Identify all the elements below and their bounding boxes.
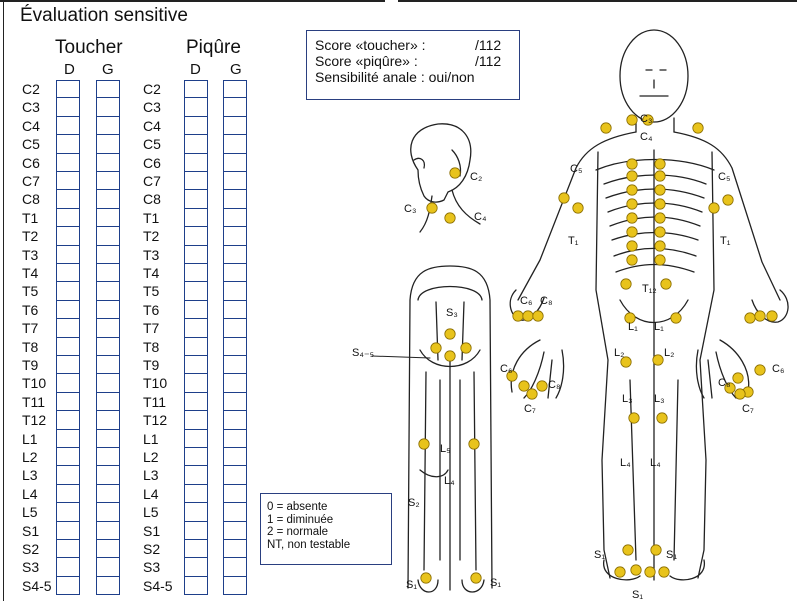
label-c2-profile: C₂ <box>470 171 482 183</box>
label-s4-5: S₄₋₅ <box>352 347 374 359</box>
sensory-key-point <box>627 171 637 181</box>
sensory-key-point <box>533 311 543 321</box>
label-l1-left: L₁ <box>628 321 638 333</box>
sensory-key-point <box>655 171 665 181</box>
label-t12: T₁₂ <box>642 283 657 295</box>
sensory-key-point <box>573 203 583 213</box>
label-l4-left: L₄ <box>620 457 631 469</box>
sensory-key-point <box>661 279 671 289</box>
sensory-key-point <box>631 565 641 575</box>
sensory-key-point <box>723 195 733 205</box>
sensory-key-point <box>655 159 665 169</box>
label-t1-left: T₁ <box>568 235 579 247</box>
sensory-key-point <box>693 123 703 133</box>
sensory-key-point <box>735 389 745 399</box>
sensory-key-point <box>445 329 455 339</box>
label-c6-palm-left: C₆ <box>500 363 512 375</box>
sensory-key-point <box>655 255 665 265</box>
label-s2-back: S₂ <box>408 497 420 509</box>
sensory-key-point <box>445 213 455 223</box>
label-s1-left-front: S₁ <box>594 549 605 561</box>
label-l3-right: L₃ <box>654 393 665 405</box>
sensory-key-point <box>629 413 639 423</box>
sensory-key-point <box>733 373 743 383</box>
label-c5-left: C₅ <box>570 163 582 175</box>
sensory-key-point <box>627 199 637 209</box>
label-c8-hand-left: C₈ <box>540 295 553 307</box>
sensory-key-point <box>627 213 637 223</box>
sensory-key-point <box>627 185 637 195</box>
label-l2-right: L₂ <box>664 347 674 359</box>
label-c7-palm-left: C₇ <box>524 403 536 415</box>
sensory-key-point <box>657 413 667 423</box>
label-t1-right: T₁ <box>720 235 731 247</box>
sensory-key-point <box>653 355 663 365</box>
sensory-key-point <box>523 311 533 321</box>
sensory-key-point <box>655 199 665 209</box>
sensory-key-point <box>655 227 665 237</box>
sensory-key-point <box>627 227 637 237</box>
label-c4-profile: C₄ <box>474 211 487 223</box>
label-l2-left: L₂ <box>614 347 624 359</box>
sensory-key-point <box>450 168 460 178</box>
label-c8-palm-left: C₈ <box>548 379 561 391</box>
label-c3-front: C₃ <box>640 113 652 125</box>
label-s1-center: S₁ <box>632 589 643 601</box>
label-l3-left: L₃ <box>622 393 633 405</box>
sensory-key-point <box>559 193 569 203</box>
sensory-key-point <box>537 381 547 391</box>
sensory-key-point <box>627 241 637 251</box>
sensory-key-point <box>755 365 765 375</box>
label-s3: S₃ <box>446 307 458 319</box>
sensory-key-point <box>645 567 655 577</box>
label-s1-back-right: S₁ <box>490 577 501 589</box>
sensory-key-point <box>513 311 523 321</box>
sensory-key-point <box>623 545 633 555</box>
sensory-key-point <box>527 389 537 399</box>
label-c3-profile: C₃ <box>404 203 416 215</box>
sensory-key-point <box>469 439 479 449</box>
sensory-key-point <box>709 203 719 213</box>
label-c6-palm-right: C₆ <box>772 363 784 375</box>
sensory-key-point <box>745 313 755 323</box>
sensory-key-point <box>671 313 681 323</box>
sensory-key-point <box>655 241 665 251</box>
sensory-key-point <box>621 279 631 289</box>
sensory-key-point <box>419 439 429 449</box>
label-l4-back: L₄ <box>444 475 455 487</box>
label-c6-hand-left: C₆ <box>520 295 532 307</box>
label-l1-right: L₁ <box>654 321 664 333</box>
sensory-key-point <box>471 573 481 583</box>
sensory-key-point <box>627 115 637 125</box>
sensory-key-point <box>767 311 777 321</box>
label-l5-back: L₅ <box>440 443 451 455</box>
sensory-key-point <box>627 255 637 265</box>
label-s1-right-front: S₁ <box>666 549 677 561</box>
label-c7-palm-right: C₇ <box>742 403 754 415</box>
sensory-key-point <box>431 343 441 353</box>
label-l4-right: L₄ <box>650 457 661 469</box>
sensory-key-point <box>427 203 437 213</box>
sensory-key-point <box>627 159 637 169</box>
label-c8-palm-right: C₈ <box>718 377 731 389</box>
label-s1-back-left: S₁ <box>406 579 417 591</box>
sensory-key-point <box>461 343 471 353</box>
sensory-key-point <box>651 545 661 555</box>
label-c5-right: C₅ <box>718 171 730 183</box>
sensory-key-point <box>655 185 665 195</box>
sensory-key-point <box>755 311 765 321</box>
sensory-key-point <box>615 567 625 577</box>
label-c4-front: C₄ <box>640 131 653 143</box>
sensory-key-point <box>655 213 665 223</box>
sensory-key-point <box>519 381 529 391</box>
sensory-key-point <box>659 567 669 577</box>
sensory-key-point <box>445 351 455 361</box>
sensory-key-point <box>601 123 611 133</box>
sensory-key-point <box>421 573 431 583</box>
